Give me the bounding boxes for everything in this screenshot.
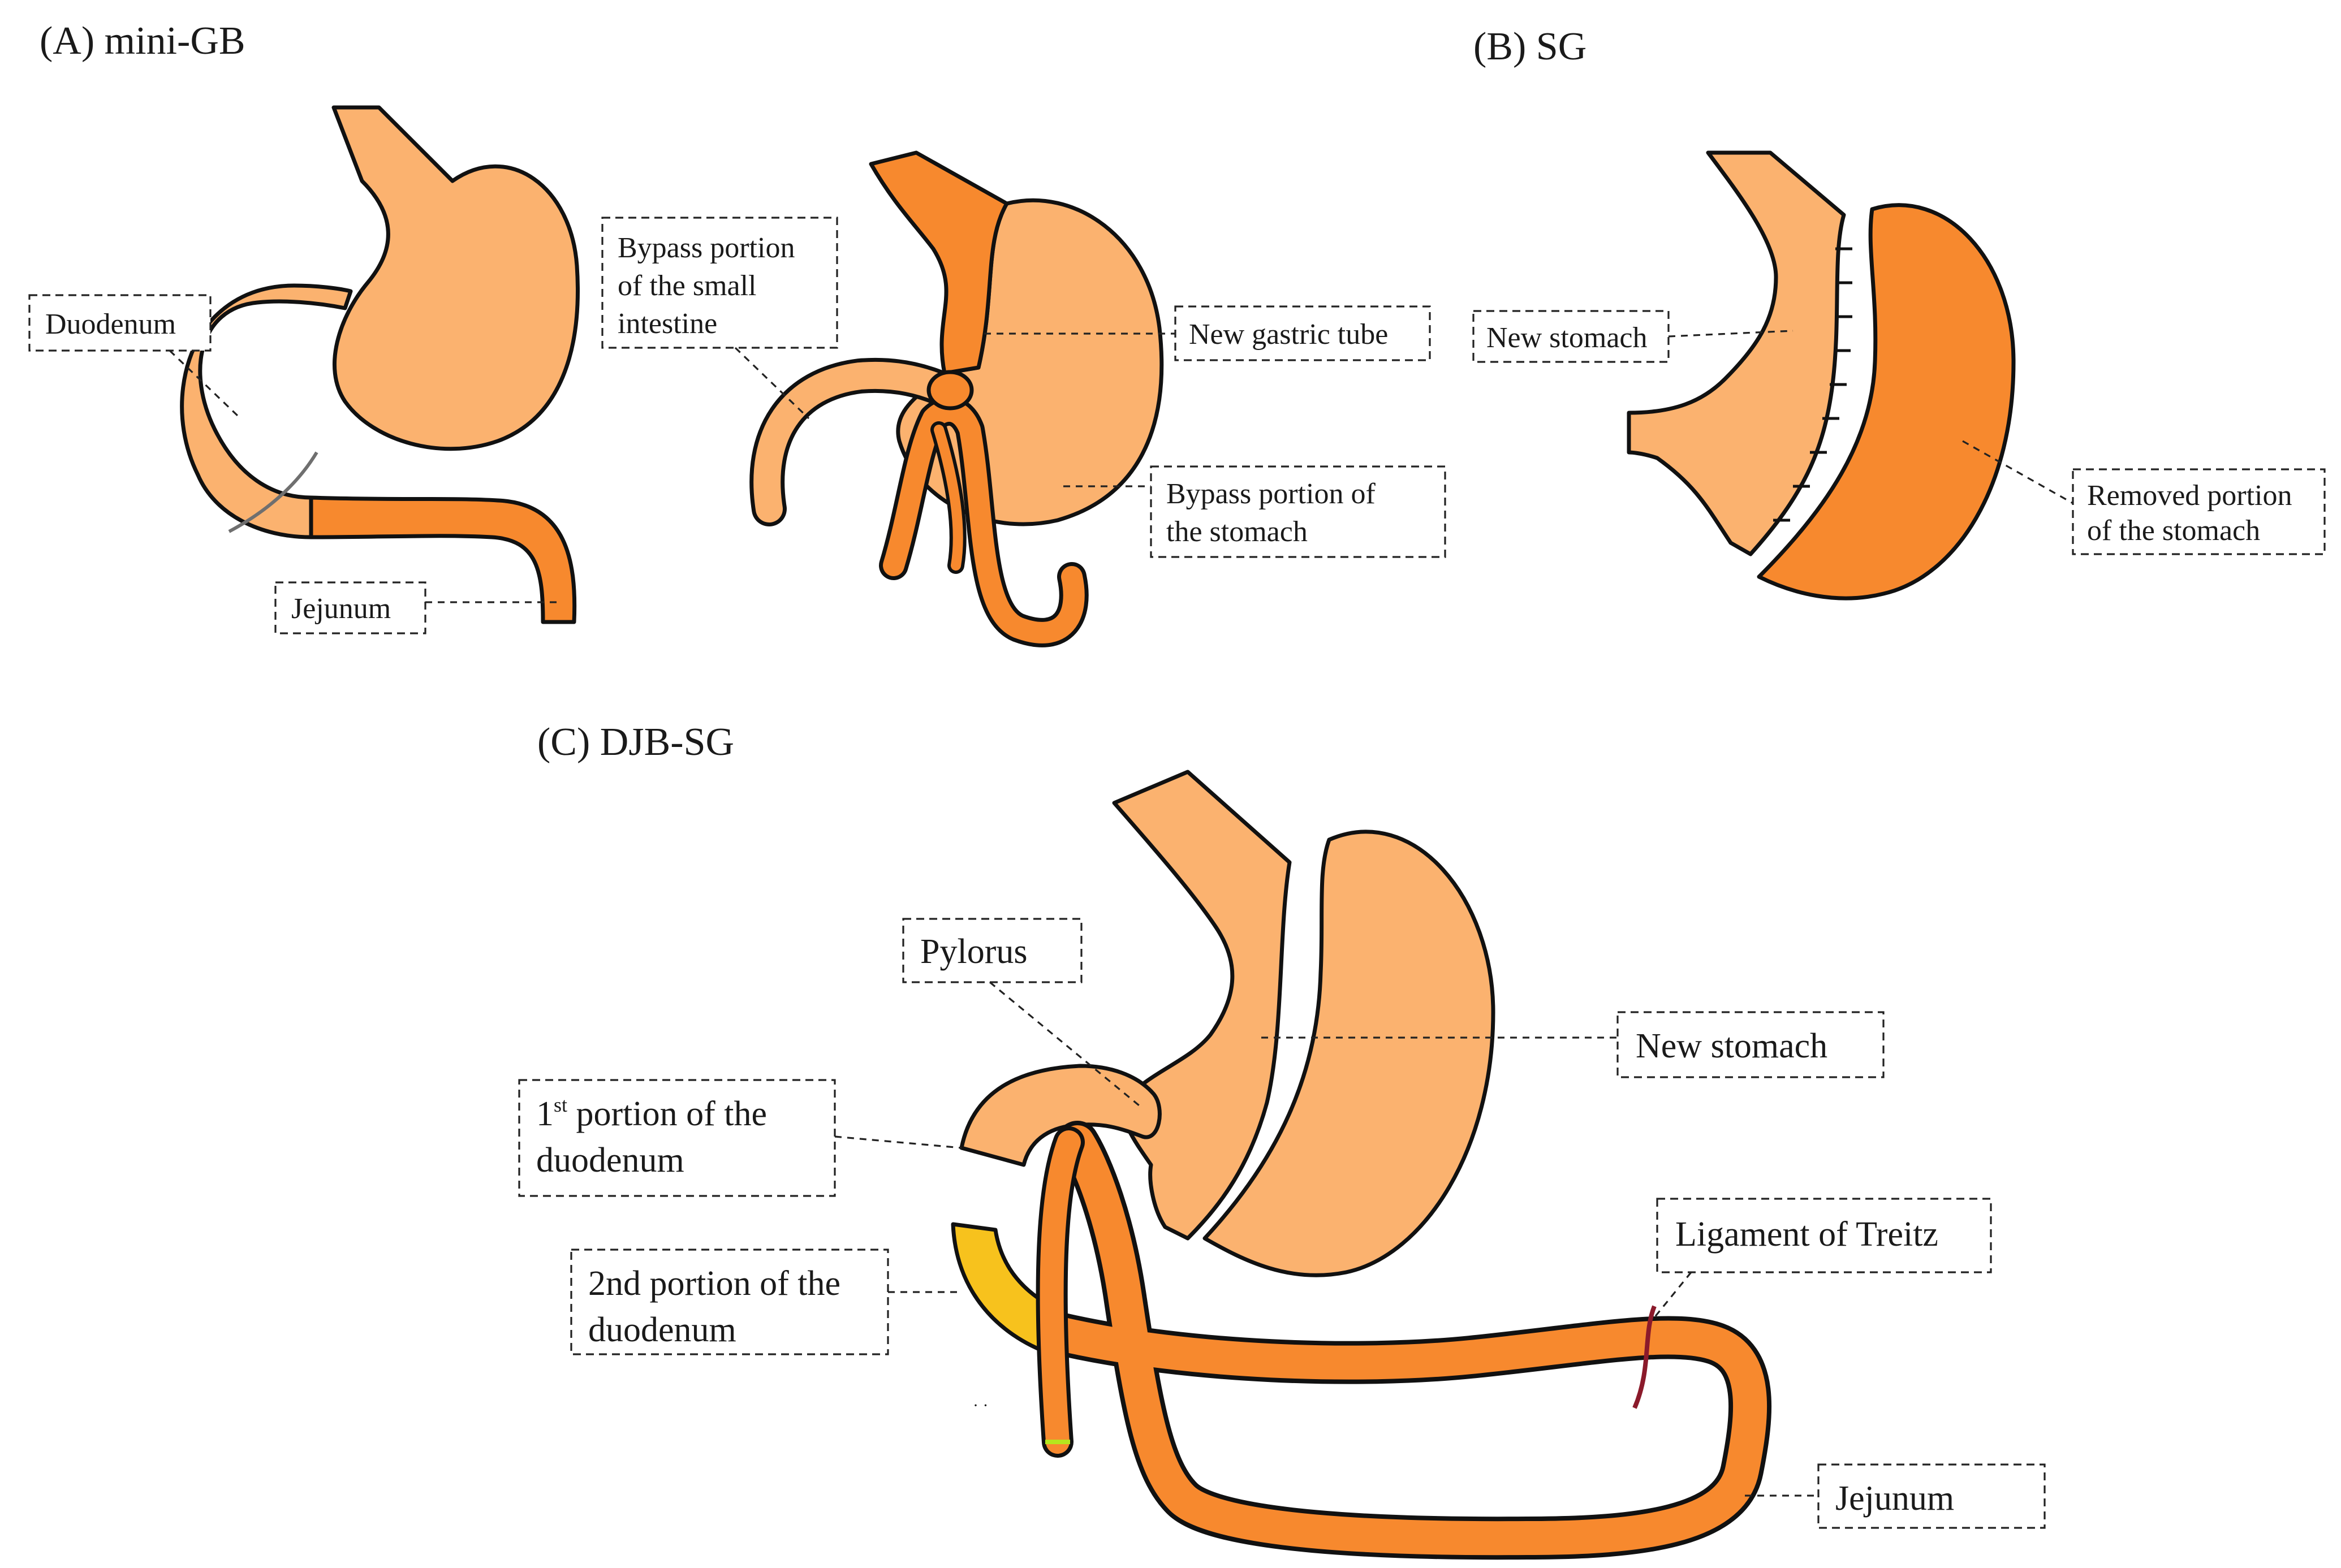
label-new-stomach-b: New stomach — [1472, 310, 1794, 363]
svg-text:1st portion of the: 1st portion of the — [536, 1094, 767, 1133]
staple-knot — [926, 370, 974, 411]
staple-line — [1773, 247, 1852, 522]
svg-text:of the stomach: of the stomach — [2087, 515, 2260, 547]
ligament-of-treitz-mark — [1632, 1305, 1657, 1409]
panel-a-title: (A) mini-GB — [40, 19, 245, 63]
djb-greater-curve-shape — [1202, 830, 1495, 1277]
label-bypass-small-intestine: Bypass portion of the small intestine — [601, 217, 838, 420]
normal-jejunum-shape — [309, 495, 577, 624]
svg-text:duodenum: duodenum — [588, 1311, 736, 1349]
svg-text:Removed portion: Removed portion — [2087, 480, 2292, 512]
svg-text:2nd portion of the: 2nd portion of the — [588, 1264, 840, 1303]
panel-a-normal-anatomy — [180, 105, 580, 624]
new-gastric-tube-shape — [869, 150, 1009, 375]
label-jejunum-a: Jejunum — [274, 581, 560, 634]
panel-c-title: (C) DJB-SG — [537, 720, 734, 764]
normal-stomach-shape — [331, 105, 580, 451]
svg-text:Bypass portion of: Bypass portion of — [1166, 478, 1376, 510]
svg-text:New stomach: New stomach — [1636, 1027, 1827, 1065]
normal-duodenum-shape — [180, 283, 353, 539]
label-ligament-of-treitz: Ligament of Treitz — [1653, 1198, 1992, 1319]
label-jejunum-c: Jejunum — [1745, 1463, 2046, 1529]
jejunum-loop-fill — [1046, 1125, 1767, 1556]
panel-b-title: (B) SG — [1473, 25, 1586, 68]
svg-text:Duodenum: Duodenum — [45, 308, 176, 340]
svg-text:Bypass portion: Bypass portion — [618, 232, 795, 264]
svg-text:duodenum: duodenum — [536, 1141, 684, 1180]
svg-text:New gastric tube: New gastric tube — [1189, 318, 1388, 351]
svg-text:Jejunum: Jejunum — [1835, 1479, 1954, 1518]
label-second-portion-duodenum: 2nd portion of the duodenum — [570, 1249, 962, 1355]
anastomosis-inner-fill — [934, 425, 963, 571]
label-removed-portion: Removed portion of the stomach — [1962, 440, 2326, 555]
svg-text:Ligament of Treitz: Ligament of Treitz — [1675, 1215, 1938, 1254]
svg-text:New stomach: New stomach — [1486, 322, 1647, 354]
first-portion-rest: portion of the — [567, 1095, 767, 1133]
label-new-gastric-tube: New gastric tube — [984, 305, 1431, 361]
label-new-stomach-c: New stomach — [1261, 1011, 1885, 1078]
svg-text:of the small: of the small — [618, 270, 757, 302]
label-first-portion-duodenum: 1st portion of the duodenum — [518, 1079, 962, 1197]
sg-removed-portion-shape — [1757, 203, 2016, 601]
label-duodenum: Duodenum — [28, 294, 239, 417]
descending-limb-fill — [1040, 1130, 1081, 1454]
svg-text:Pylorus: Pylorus — [920, 932, 1027, 971]
panel-a-mini-gb — [749, 150, 1164, 647]
label-bypass-stomach: Bypass portion of the stomach — [1063, 465, 1446, 558]
first-portion-superscript: st — [554, 1094, 567, 1116]
bypass-limb-fill — [753, 361, 958, 522]
first-portion-number: 1 — [536, 1095, 554, 1133]
svg-text:Jejunum: Jejunum — [291, 593, 391, 625]
svg-text:intestine: intestine — [618, 308, 717, 340]
anastomosis-loop-fill — [883, 400, 1085, 643]
ligament-mark-a — [228, 451, 318, 533]
label-pylorus: Pylorus — [902, 918, 1144, 1109]
stray-mark: · · — [973, 1396, 988, 1415]
panel-c-djb-sg — [951, 770, 1772, 1560]
panel-b-sg — [1627, 150, 2016, 601]
svg-text:the stomach: the stomach — [1166, 516, 1308, 548]
sg-new-stomach-shape — [1627, 150, 1846, 556]
